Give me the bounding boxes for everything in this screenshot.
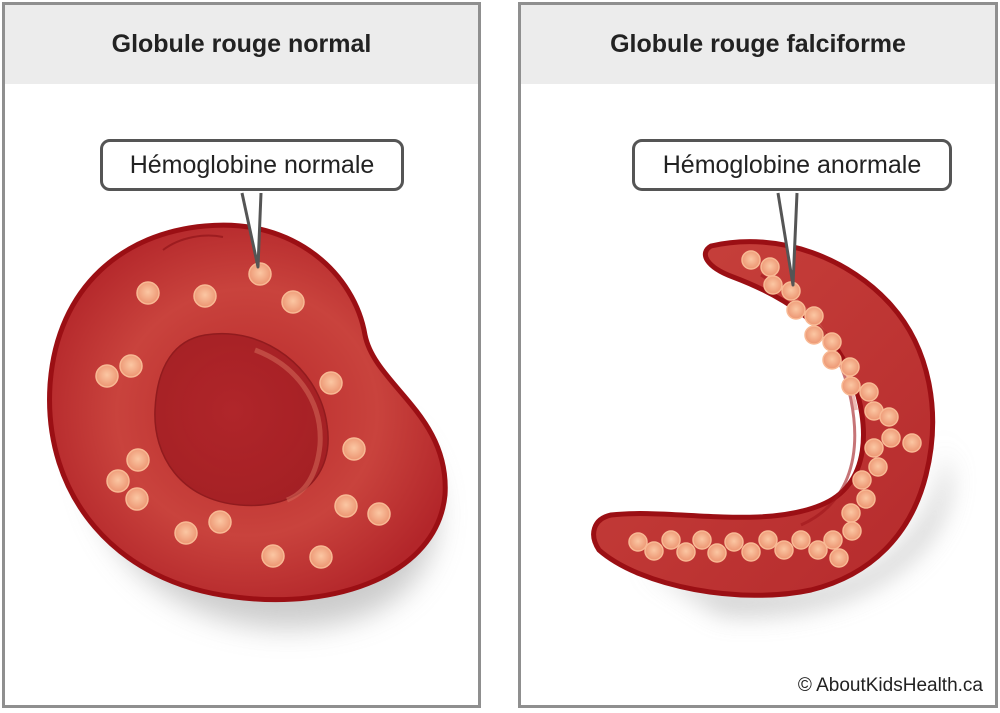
hemoglobin-dot [809, 541, 827, 559]
hemoglobin-dot [865, 439, 883, 457]
hemoglobin-dot [368, 503, 390, 525]
hemoglobin-dot [782, 282, 800, 300]
hemoglobin-dot [249, 263, 271, 285]
hemoglobin-dot [629, 533, 647, 551]
hemoglobin-dot [903, 434, 921, 452]
hemoglobin-dot [194, 285, 216, 307]
hemoglobin-dot [320, 372, 342, 394]
hemoglobin-dot [645, 542, 663, 560]
hemoglobin-dot [209, 511, 231, 533]
hemoglobin-dot [137, 282, 159, 304]
normal-hemoglobin-callout: Hémoglobine normale [100, 139, 404, 191]
hemoglobin-dot [841, 358, 859, 376]
hemoglobin-dot [869, 458, 887, 476]
hemoglobin-dot [107, 470, 129, 492]
hemoglobin-dot [843, 522, 861, 540]
hemoglobin-dot [120, 355, 142, 377]
hemoglobin-dot [860, 383, 878, 401]
hemoglobin-dot [759, 531, 777, 549]
abnormal-hemoglobin-callout: Hémoglobine anormale [632, 139, 952, 191]
normal-cell-panel: Globule rouge normal [2, 2, 481, 708]
hemoglobin-dot [823, 351, 841, 369]
hemoglobin-dot [126, 488, 148, 510]
hemoglobin-dot [805, 307, 823, 325]
hemoglobin-dot [693, 531, 711, 549]
hemoglobin-dot [830, 549, 848, 567]
hemoglobin-dot [792, 531, 810, 549]
hemoglobin-dot [310, 546, 332, 568]
hemoglobin-dot [662, 531, 680, 549]
hemoglobin-dot [725, 533, 743, 551]
copyright-credit: © AboutKidsHealth.ca [798, 675, 983, 697]
hemoglobin-dot [880, 408, 898, 426]
normal-cell-illustration [5, 5, 481, 708]
hemoglobin-dot [335, 495, 357, 517]
hemoglobin-dot [775, 541, 793, 559]
sickle-cell-illustration [521, 5, 998, 708]
hemoglobin-dot [857, 490, 875, 508]
hemoglobin-dot [262, 545, 284, 567]
hemoglobin-dot [842, 377, 860, 395]
hemoglobin-dot [127, 449, 149, 471]
sickle-cell-panel: Globule rouge falciforme [518, 2, 998, 708]
hemoglobin-dot [842, 504, 860, 522]
hemoglobin-dot [742, 251, 760, 269]
hemoglobin-dot [282, 291, 304, 313]
hemoglobin-dot [882, 429, 900, 447]
hemoglobin-dot [175, 522, 197, 544]
hemoglobin-dot [761, 258, 779, 276]
hemoglobin-dot [853, 471, 871, 489]
hemoglobin-dot [823, 333, 841, 351]
hemoglobin-dot [708, 544, 726, 562]
hemoglobin-dot [805, 326, 823, 344]
hemoglobin-dot [677, 543, 695, 561]
hemoglobin-dot [343, 438, 365, 460]
hemoglobin-dot [787, 301, 805, 319]
hemoglobin-dot [764, 276, 782, 294]
hemoglobin-dot [742, 543, 760, 561]
hemoglobin-dot [96, 365, 118, 387]
